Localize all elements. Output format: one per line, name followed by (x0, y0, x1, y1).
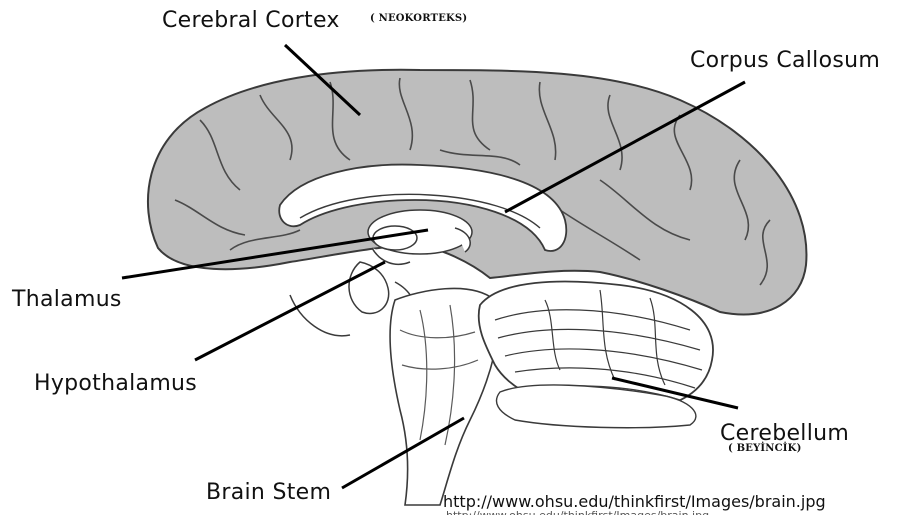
label-beyincik: ( BEYİNCİK) (728, 444, 802, 454)
source-url: http://www.ohsu.edu/thinkfirst/Images/br… (443, 494, 826, 510)
label-hypothalamus: Hypothalamus (34, 373, 197, 395)
label-corpus-callosum: Corpus Callosum (690, 50, 880, 72)
label-neokorteks: ( NEOKORTEKS) (370, 14, 467, 24)
leader-line-hypothalamus (195, 262, 385, 360)
label-brain-stem: Brain Stem (206, 482, 331, 504)
source-url-repeat: http://www.ohsu.edu/thinkfirst/Images/br… (446, 510, 709, 515)
label-cerebral-cortex: Cerebral Cortex (162, 10, 340, 32)
label-thalamus: Thalamus (12, 289, 122, 311)
label-cerebellum: Cerebellum (720, 423, 849, 445)
